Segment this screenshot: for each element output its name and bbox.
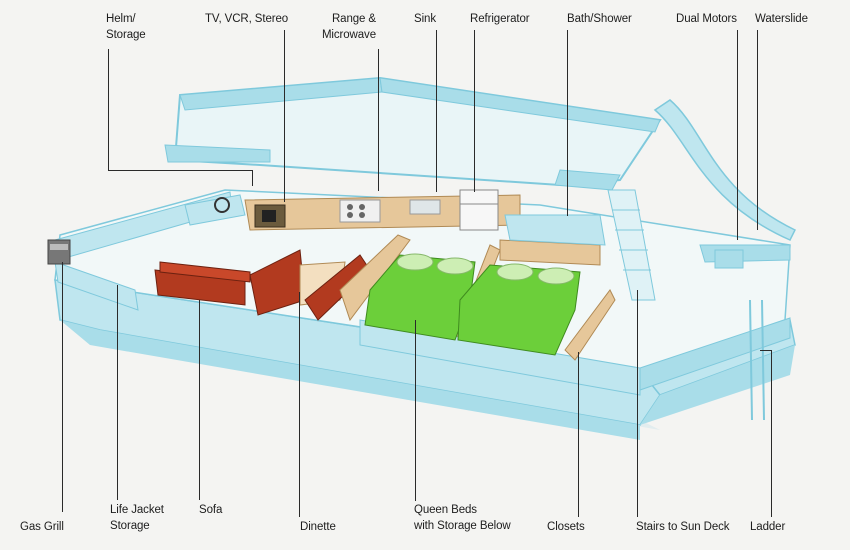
dual-motors <box>714 249 744 269</box>
gas-grill <box>47 239 71 265</box>
label-gas-grill: Gas Grill <box>20 521 64 533</box>
helm <box>184 194 246 226</box>
label-helm-storage: Helm/ Storage <box>106 13 146 41</box>
label-waterslide: Waterslide <box>755 13 808 25</box>
leader-lifejacket <box>117 285 118 500</box>
sun-deck <box>164 76 662 191</box>
leader-ladder <box>771 350 772 517</box>
leader-helm-h <box>108 170 253 171</box>
galley <box>244 189 521 231</box>
leader-waterslide <box>757 30 758 230</box>
dinette <box>249 249 371 321</box>
leader-helm <box>108 49 109 170</box>
leader-closets <box>578 352 579 517</box>
leader-stairs <box>637 290 638 517</box>
label-sofa: Sofa <box>199 504 223 516</box>
leader-helm-v2 <box>252 170 253 186</box>
leader-gasgrill <box>62 262 63 512</box>
label-refrigerator: Refrigerator <box>470 13 530 25</box>
leader-dinette <box>299 292 300 517</box>
leader-range <box>378 49 379 191</box>
leader-motors <box>737 30 738 240</box>
label-bath-shower: Bath/Shower <box>567 13 632 25</box>
leader-sofa <box>199 300 200 500</box>
label-life-jacket-storage: Life Jacket Storage <box>110 504 164 532</box>
stairs <box>607 189 656 301</box>
label-sink: Sink <box>414 13 436 25</box>
waterslide <box>653 99 797 241</box>
label-dual-motors: Dual Motors <box>676 13 737 25</box>
bath-shower <box>504 214 606 246</box>
label-stairs-to-sun-deck: Stairs to Sun Deck <box>636 521 730 533</box>
label-tv-vcr-stereo: TV, VCR, Stereo <box>205 13 289 25</box>
leader-ladder-h <box>760 350 772 351</box>
sofa <box>154 261 251 306</box>
leader-tv <box>284 30 285 202</box>
label-queen-beds: Queen Beds with Storage Below <box>414 504 511 532</box>
label-range-microwave: Range & Microwave <box>321 13 376 41</box>
leader-sink <box>436 30 437 192</box>
label-ladder: Ladder <box>750 521 786 533</box>
label-closets: Closets <box>547 521 585 533</box>
leader-refrigerator <box>474 30 475 192</box>
ladder <box>749 299 765 421</box>
leader-bath <box>567 30 568 216</box>
queen-beds <box>364 253 581 356</box>
leader-queenbeds <box>415 320 416 501</box>
label-dinette: Dinette <box>300 521 336 533</box>
